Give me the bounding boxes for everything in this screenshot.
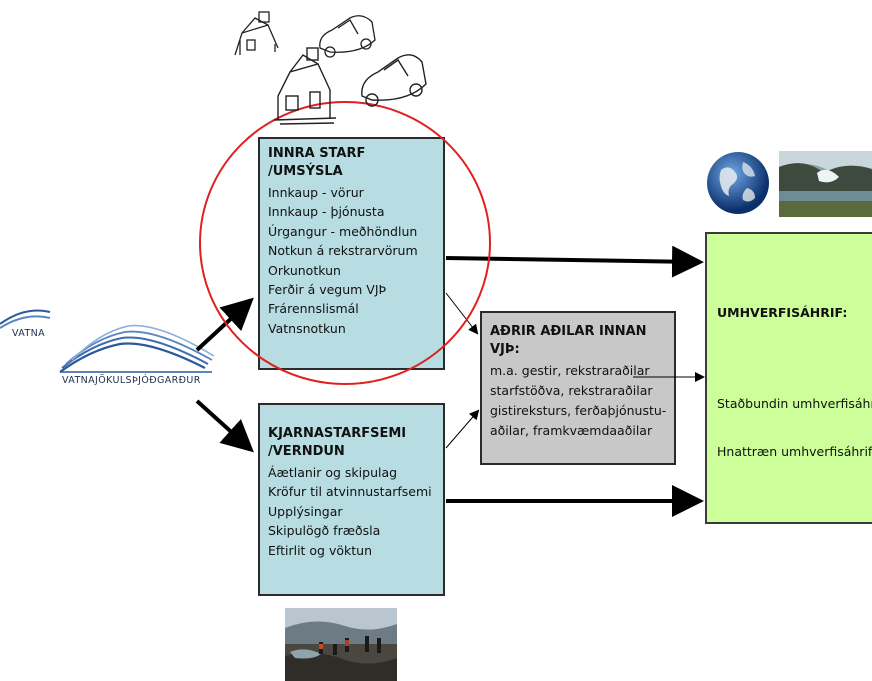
innra-item: Vatnsnotkun (268, 320, 346, 336)
glacier-photo (779, 151, 872, 217)
house-icon (234, 11, 279, 56)
kjarna-item: Eftirlit og vöktun (268, 542, 372, 558)
kjarna-item: Áætlanir og skipulag (268, 465, 398, 480)
logo-wordmark-partial: VATNA (12, 328, 46, 339)
kjarna-item: Upplýsingar (268, 503, 343, 519)
innra-item: Notkun á rekstrarvörum (268, 243, 418, 259)
adrir-adilar-title: AÐRIR AÐILAR INNAN VJÞ: (490, 324, 647, 357)
earth-globe-image (703, 150, 773, 216)
arrow-innra-to-adrir (445, 292, 479, 335)
hnattraen-item: Hnattræn umhverfisáhrif (717, 444, 872, 459)
innra-starf-box: INNRA STARF /UMSÝSLA Innkaup - vörur Inn… (258, 137, 445, 370)
arrow-logo-to-innra (195, 297, 254, 352)
kjarna-item: Kröfur til atvinnustarfsemi (268, 484, 432, 500)
adrir-item: starfstöðva, rekstraraðilar (490, 383, 653, 398)
innra-item: Innkaup - vörur (268, 185, 364, 200)
kjarnastarfsemi-box: KJARNASTARFSEMI /VERNDUN Áætlanir og ski… (258, 403, 445, 596)
innra-item: Orkunotkun (268, 262, 341, 278)
house-icon (273, 47, 337, 125)
arrow-innra-to-umhverfi (445, 245, 704, 278)
innra-item: Innkaup - þjónusta (268, 204, 385, 220)
adrir-adilar-box: AÐRIR AÐILAR INNAN VJÞ: m.a. gestir, rek… (480, 311, 676, 465)
innra-starf-title: INNRA STARF /UMSÝSLA (268, 146, 366, 179)
innra-item: Frárennslismál (268, 301, 359, 317)
adrir-item: m.a. gestir, rekstraraðilar (490, 363, 650, 378)
stadbundin-item: Staðbundin umhverfisáhrif (717, 396, 872, 411)
arrow-kjarna-to-adrir (445, 409, 480, 449)
innra-item: Úrgangur - meðhöndlun (268, 223, 418, 239)
car-icon (319, 15, 376, 58)
adrir-item: gistireksturs, ferðaþjónustu- (490, 403, 667, 418)
highlight-ellipse (199, 101, 491, 385)
umhverfisahrif-box: UMHVERFISÁHRIF: Staðbundin umhverfisáhri… (705, 232, 872, 524)
logo-wordmark: VATNAJÖKULSÞJÓÐGARÐUR (62, 375, 201, 386)
umhverfisahrif-title: UMHVERFISÁHRIF: (717, 305, 848, 320)
arrow-logo-to-kjarna (195, 399, 254, 453)
vatnajokull-logo-partial (0, 309, 51, 329)
kjarna-item: Skipulögð fræðsla (268, 523, 381, 539)
kjarnastarfsemi-title: KJARNASTARFSEMI /VERNDUN (268, 426, 407, 459)
car-icon (361, 54, 427, 107)
vatnajokull-logo (59, 324, 215, 373)
adrir-item: aðilar, framkvæmdaaðilar (490, 423, 653, 438)
innra-item: Ferðir á vegum VJÞ (268, 282, 387, 298)
hikers-photo (285, 608, 397, 681)
